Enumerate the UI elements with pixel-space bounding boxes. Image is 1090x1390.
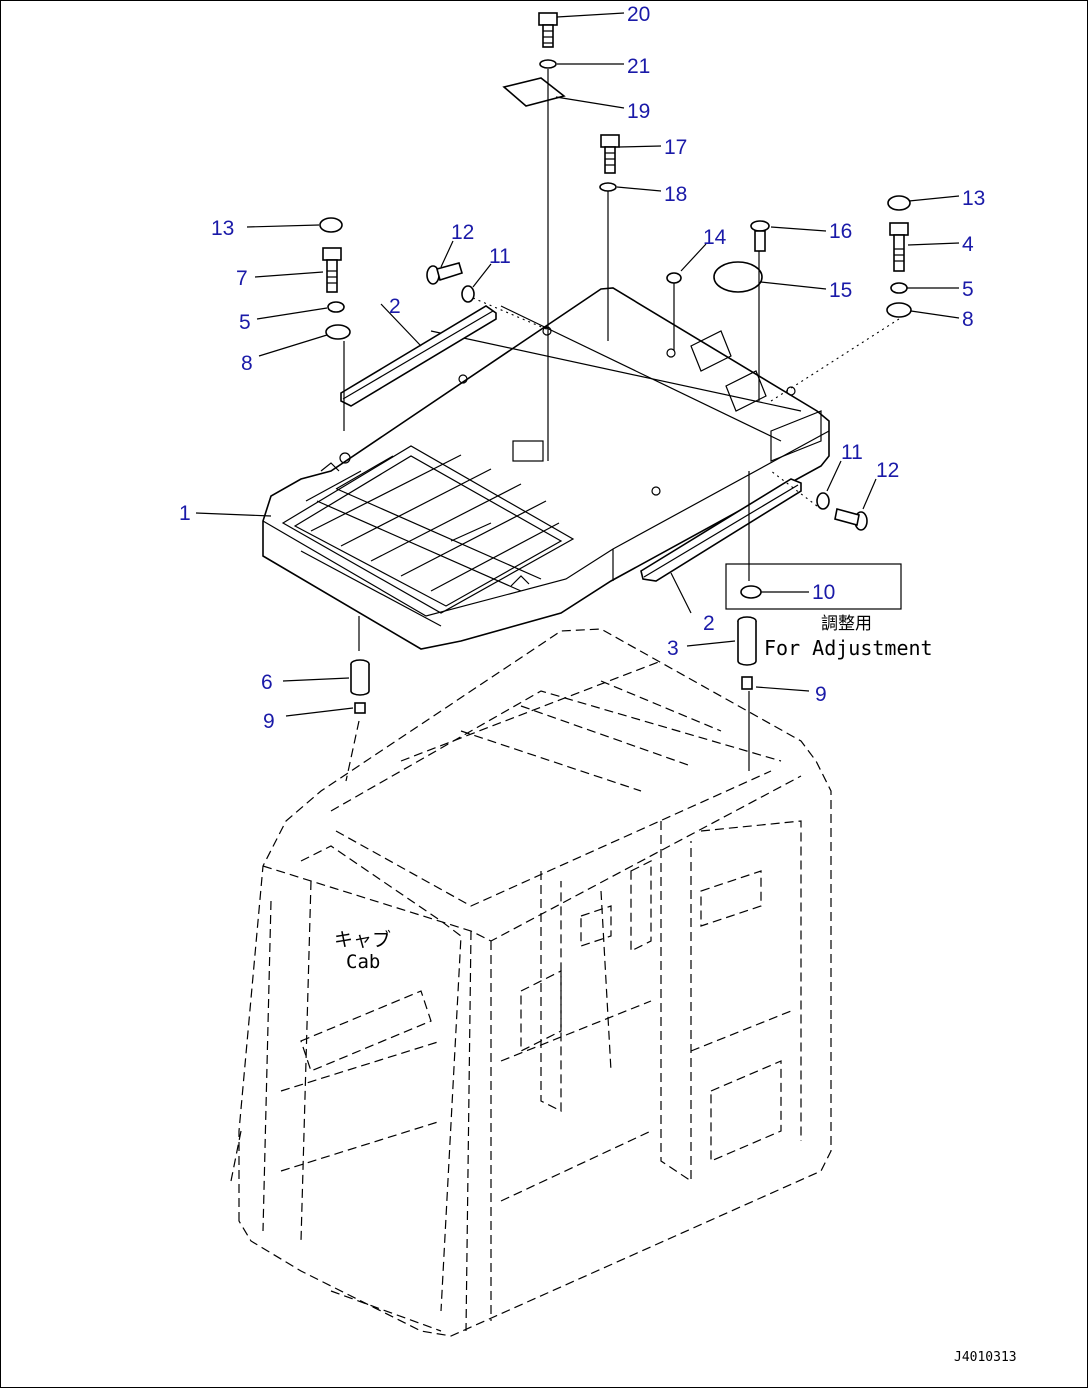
leader-lines xyxy=(195,12,960,717)
cab-label-en: Cab xyxy=(346,951,380,973)
bolt-20 xyxy=(538,12,558,48)
callout-12-left: 12 xyxy=(451,221,474,244)
spacer-6 xyxy=(350,659,370,696)
callout-1: 1 xyxy=(179,502,191,525)
callout-6: 6 xyxy=(261,671,273,694)
drawing-code: J4010313 xyxy=(954,1350,1017,1365)
bolt-12-left xyxy=(426,262,463,285)
washer-5-left xyxy=(327,301,345,313)
plate-19 xyxy=(502,77,566,107)
callout-2-right: 2 xyxy=(703,612,715,635)
callout-2-left: 2 xyxy=(389,295,401,318)
callout-17: 17 xyxy=(664,136,687,159)
callout-15: 15 xyxy=(829,279,852,302)
cap-13-right xyxy=(887,195,911,211)
nut-9-right xyxy=(741,676,753,690)
nut-9-left xyxy=(354,702,366,714)
spacer-3 xyxy=(737,616,757,666)
bolt-7 xyxy=(322,247,342,293)
washer-21 xyxy=(539,59,557,69)
callout-11-left: 11 xyxy=(489,245,511,268)
washer-8-left xyxy=(325,324,351,340)
callout-3: 3 xyxy=(667,637,679,660)
callout-14: 14 xyxy=(703,226,727,249)
callout-19: 19 xyxy=(627,100,650,123)
assembly-lines xyxy=(343,69,900,782)
callout-13-left: 13 xyxy=(211,217,234,240)
bolt-12-right xyxy=(834,508,868,531)
washer-5-right xyxy=(890,282,908,294)
washer-11-left xyxy=(461,285,475,303)
callout-numbers: 20 21 19 17 18 13 13 12 11 14 16 4 7 5 5… xyxy=(179,3,985,733)
callout-21: 21 xyxy=(627,55,650,78)
side-rail-left xyxy=(340,305,497,407)
cab-frame xyxy=(230,628,832,1337)
roof-cover xyxy=(262,287,830,650)
callout-13-right: 13 xyxy=(962,187,985,210)
callout-12-right: 12 xyxy=(876,459,899,482)
shim-10 xyxy=(740,585,762,599)
callout-5-right: 5 xyxy=(962,278,974,301)
bolt-17 xyxy=(600,134,620,174)
callout-16: 16 xyxy=(829,220,852,243)
callout-9-right: 9 xyxy=(815,683,827,706)
callout-5-left: 5 xyxy=(239,311,251,334)
side-rail-right xyxy=(640,478,802,582)
plug-15 xyxy=(713,261,763,293)
adjustment-label-jp: 調整用 xyxy=(821,614,872,634)
washer-8-right xyxy=(886,302,912,318)
grommet-14 xyxy=(666,272,682,284)
washer-11-right xyxy=(816,492,830,510)
callout-8-left: 8 xyxy=(241,352,253,375)
callout-7: 7 xyxy=(236,267,248,290)
adjustment-box xyxy=(725,563,902,610)
cab-label-jp: キャブ xyxy=(334,928,391,951)
callout-10: 10 xyxy=(812,581,835,604)
cap-13-left xyxy=(319,217,343,233)
washer-18 xyxy=(599,182,617,192)
callout-11-right: 11 xyxy=(841,441,863,464)
adjustment-label-en: For Adjustment xyxy=(764,636,933,660)
callout-9-left: 9 xyxy=(263,710,275,733)
callout-18: 18 xyxy=(664,183,687,206)
screw-16 xyxy=(750,220,770,252)
callout-4: 4 xyxy=(962,233,974,256)
bolt-4 xyxy=(889,222,909,272)
callout-20: 20 xyxy=(627,3,650,26)
callout-8-right: 8 xyxy=(962,308,974,331)
